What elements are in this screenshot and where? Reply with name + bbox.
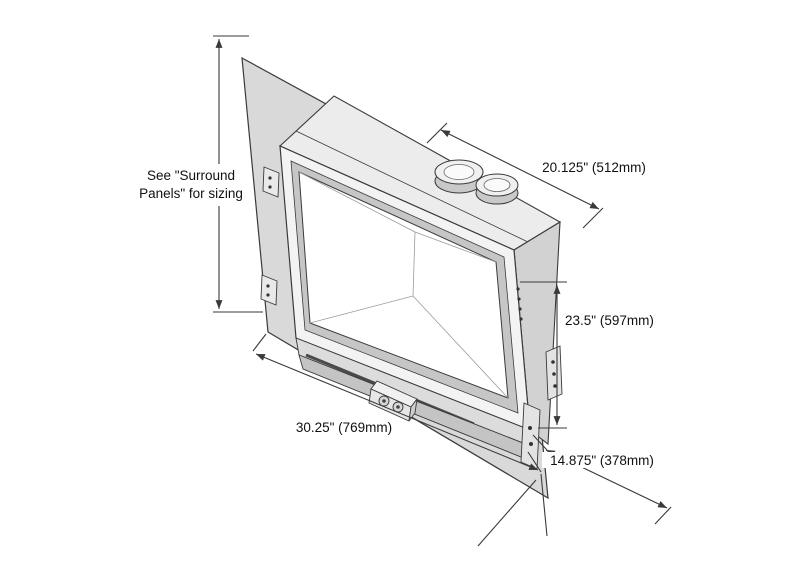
ext-line-left: [252, 333, 267, 352]
label-top-depth: 20.125" (512mm): [542, 160, 646, 175]
dim-top-depth: [426, 122, 604, 229]
label-bottom-depth-backing: [542, 452, 662, 468]
ext-line-right: [654, 506, 672, 525]
dim-height-right: [520, 281, 567, 429]
dim-line: [440, 129, 600, 210]
flue-collar-left: [434, 159, 484, 194]
firebox-body: [279, 95, 562, 460]
label-bottom-depth: 14.875" (378mm): [550, 453, 654, 468]
label-width: 30.25" (769mm): [296, 420, 392, 435]
ext-line-right: [582, 207, 604, 229]
lower-right-bracket: [520, 402, 541, 470]
ext-line-left: [532, 434, 548, 451]
ext-line-corner: [477, 479, 537, 547]
top-bevel-edge: [295, 130, 529, 243]
ext-line-left: [426, 122, 448, 144]
flue-collar-right: [475, 173, 519, 205]
dim-line: [255, 353, 539, 471]
right-flange-holes: [516, 287, 523, 321]
dim-surround-height: [213, 35, 263, 313]
label-height: 23.5" (597mm): [565, 313, 654, 328]
label-surround-note-line1: See "Surround: [147, 168, 235, 183]
left-flange-upper: [262, 166, 280, 198]
left-flange-lower: [260, 274, 278, 306]
dim-width-bottom: [252, 333, 542, 473]
label-surround-note-line2: Panels" for sizing: [139, 186, 243, 201]
ext-line-drop: [540, 473, 548, 537]
firebox-interior-lines: [298, 171, 509, 399]
